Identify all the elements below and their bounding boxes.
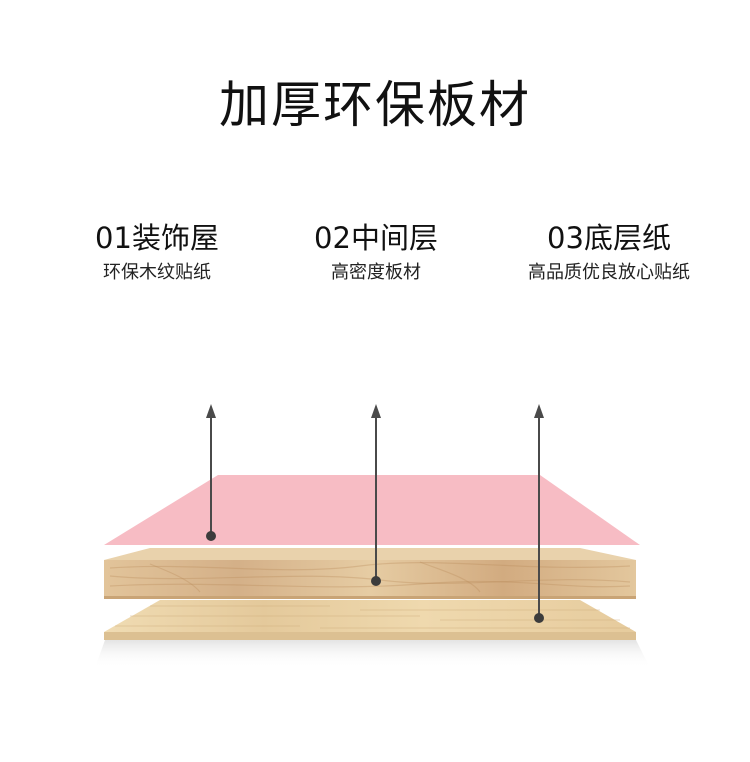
page-title: 加厚环保板材 [219, 76, 531, 134]
layer-label-middle: 02中间层 高密度板材 [246, 218, 506, 286]
top-decorative-layer [104, 475, 640, 545]
bottom-paper-layer [104, 600, 636, 640]
arrow-decorative-layer [206, 404, 216, 541]
layer-description: 高品质优良放心贴纸 [528, 262, 690, 283]
layer-title: 01装饰屋 [95, 221, 219, 255]
layer-description: 高密度板材 [331, 262, 421, 283]
layer-title: 03底层纸 [547, 221, 671, 255]
layer-label-bottom: 03底层纸 高品质优良放心贴纸 [479, 218, 739, 286]
arrow-bottom-layer [534, 404, 544, 623]
layer-description: 环保木纹贴纸 [103, 262, 211, 283]
middle-board-layer [104, 548, 636, 599]
stack-shadow [95, 640, 650, 668]
arrow-middle-layer [371, 404, 381, 586]
layer-title: 02中间层 [314, 221, 438, 255]
layer-label-decorative: 01装饰屋 环保木纹贴纸 [27, 218, 287, 286]
